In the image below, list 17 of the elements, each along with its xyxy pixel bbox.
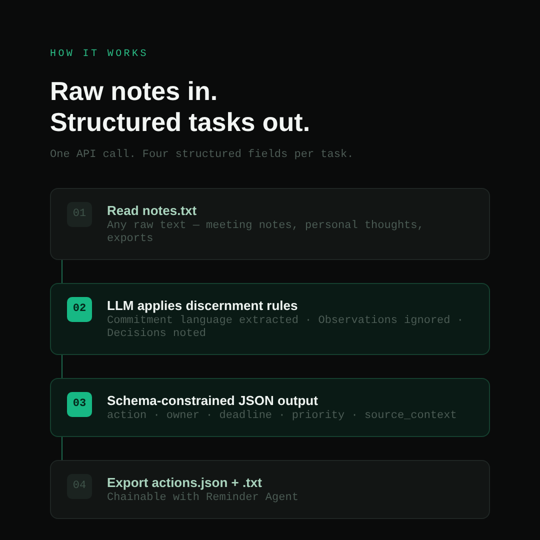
step-card: [50, 460, 490, 519]
step-title: Schema-constrained JSON output: [107, 392, 319, 410]
page-title: Raw notes in. Structured tasks out.: [50, 76, 312, 138]
section-eyebrow: HOW IT WORKS: [50, 48, 148, 62]
step-card: [50, 188, 490, 260]
step-card: [50, 378, 490, 437]
step-title: Export actions.json + .txt: [107, 474, 263, 492]
step-number: 03: [67, 392, 92, 417]
step-title: Read notes.txt: [107, 202, 198, 220]
step-card: [50, 283, 490, 355]
step-description: Chainable with Reminder Agent: [107, 492, 298, 505]
step-description: Commitment language extracted · Observations ignored · Decisions noted: [107, 315, 464, 341]
subtitle: One API call. Four structured fields per task.: [50, 148, 354, 163]
step-title: LLM applies discernment rules: [107, 297, 299, 315]
step-description: action · owner · deadline · priority · source_context: [107, 410, 457, 423]
step-number: 02: [67, 297, 92, 322]
step-description: Any raw text — meeting notes, personal thoughts, exports: [107, 220, 425, 246]
